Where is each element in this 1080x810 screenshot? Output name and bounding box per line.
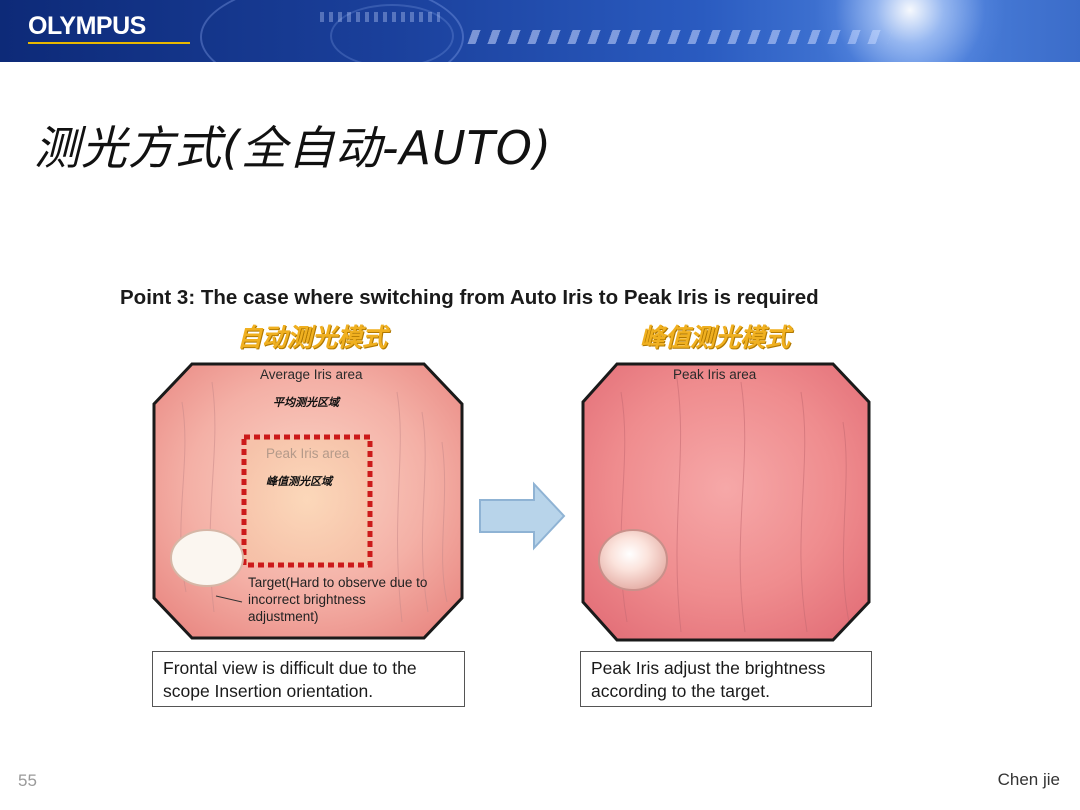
left-caption: Frontal view is difficult due to the sco… xyxy=(152,651,465,707)
author-name: Chen jie xyxy=(998,770,1060,790)
average-iris-cn-label: 平均测光区域 xyxy=(273,394,339,410)
peak-iris-panel: Peak Iris area xyxy=(581,362,871,642)
logo-underline xyxy=(28,42,190,44)
average-iris-label: Average Iris area xyxy=(260,367,363,382)
slide-title: 测光方式(全自动-AUTO) xyxy=(34,112,552,178)
page-number: 55 xyxy=(18,771,37,791)
peak-mode-title: 峰值测光模式 xyxy=(640,318,790,354)
peak-iris-label: Peak Iris area xyxy=(673,367,756,382)
banner-decoration xyxy=(320,12,440,22)
figure-heading: Point 3: The case where switching from A… xyxy=(120,286,819,310)
peak-iris-label: Peak Iris area xyxy=(266,446,349,461)
target-note: Target(Hard to observe due to incorrect … xyxy=(248,574,428,625)
peak-iris-cn-label: 峰值测光区域 xyxy=(266,473,332,489)
auto-iris-panel: Average Iris area 平均测光区域 Peak Iris area … xyxy=(152,362,464,640)
olympus-logo: OLYMPUS xyxy=(28,12,146,41)
header-banner: OLYMPUS xyxy=(0,0,1080,62)
endoscope-view-image xyxy=(581,362,871,642)
banner-glow xyxy=(800,0,1020,62)
right-arrow-icon xyxy=(476,480,568,552)
auto-mode-title: 自动测光模式 xyxy=(237,318,387,354)
right-caption: Peak Iris adjust the brightness accordin… xyxy=(580,651,872,707)
